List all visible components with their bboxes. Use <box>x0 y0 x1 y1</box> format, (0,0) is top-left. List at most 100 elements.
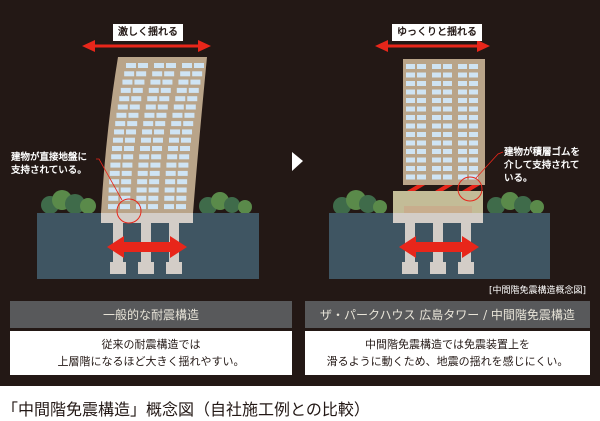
window <box>443 115 452 120</box>
window <box>155 121 166 127</box>
desc-line: 滑るように動くため、地震の揺れを感じにくい。 <box>326 355 569 368</box>
window <box>157 104 168 110</box>
window <box>120 195 131 201</box>
window <box>458 123 467 129</box>
window <box>162 79 173 85</box>
window <box>458 89 467 95</box>
window <box>406 140 415 146</box>
window <box>124 71 135 77</box>
window <box>167 154 178 160</box>
window <box>406 106 415 112</box>
right-note: 建物が積層ゴムを 介して支持されて いる。 <box>504 146 580 185</box>
window <box>417 115 426 120</box>
window <box>115 121 126 127</box>
window <box>406 81 415 86</box>
window <box>165 179 176 185</box>
window <box>417 166 426 171</box>
window <box>164 195 175 201</box>
window <box>136 204 146 210</box>
window <box>138 63 148 68</box>
window <box>121 179 132 185</box>
desc-line: 上層階になるほど大きく揺れやすい。 <box>57 355 245 368</box>
window <box>123 154 134 160</box>
window <box>152 146 163 151</box>
window <box>142 129 153 135</box>
window <box>432 81 441 86</box>
window <box>469 132 478 137</box>
window <box>458 115 467 120</box>
window <box>417 157 426 163</box>
window <box>121 170 132 176</box>
window <box>110 162 121 168</box>
window <box>184 112 195 118</box>
window <box>144 112 155 118</box>
next-triangle-icon <box>292 152 303 171</box>
window <box>443 106 452 112</box>
tree <box>373 200 387 214</box>
window <box>443 157 452 163</box>
window <box>176 204 186 210</box>
tree <box>487 197 505 215</box>
window <box>150 79 161 85</box>
window <box>192 71 203 77</box>
window <box>179 154 190 160</box>
window <box>190 79 201 85</box>
window <box>160 87 171 93</box>
window <box>178 79 189 85</box>
window <box>469 89 478 95</box>
window <box>432 140 441 146</box>
window <box>111 154 122 160</box>
window <box>149 179 160 185</box>
window <box>166 63 176 68</box>
desc-line: 従来の耐震構造では <box>101 338 201 351</box>
callout-circle-right <box>457 176 483 202</box>
left-motion-label: 激しく揺れる <box>113 24 183 41</box>
foundation-slab <box>101 213 193 223</box>
window <box>469 149 478 154</box>
windows-left <box>108 63 204 210</box>
window <box>443 123 452 129</box>
callout-line-right <box>475 151 504 179</box>
window <box>172 112 183 118</box>
window <box>443 140 452 146</box>
window <box>152 137 163 143</box>
tree <box>80 198 96 214</box>
window <box>139 154 150 160</box>
window <box>406 98 415 103</box>
tree <box>224 197 240 213</box>
pile-base <box>138 262 154 274</box>
window <box>136 71 147 77</box>
note-line: 建物が直接地盤に <box>11 152 88 163</box>
window <box>406 72 415 78</box>
window <box>417 174 426 180</box>
window <box>432 149 441 154</box>
window <box>150 162 161 168</box>
window <box>458 81 467 86</box>
window <box>108 195 119 201</box>
tree <box>238 200 252 214</box>
window <box>406 157 415 163</box>
window <box>443 132 452 137</box>
window <box>417 81 426 86</box>
window <box>120 187 131 193</box>
top-arrow-right-icon <box>375 40 490 52</box>
right-description: 中間階免震構造では免震装置上を 滑るように動くため、地震の揺れを感じにくい。 <box>305 331 590 375</box>
window <box>131 96 142 102</box>
ground-arrow-left-icon <box>107 236 187 258</box>
window <box>187 96 198 102</box>
window <box>124 137 135 143</box>
foundation-slab <box>393 213 483 223</box>
window <box>406 123 415 129</box>
window <box>122 79 133 85</box>
window <box>458 72 467 78</box>
trees <box>41 190 544 215</box>
window <box>194 63 204 68</box>
window <box>122 162 133 168</box>
window <box>164 204 174 210</box>
window <box>117 104 128 110</box>
window <box>443 81 452 86</box>
window <box>458 149 467 154</box>
window <box>109 179 120 185</box>
window <box>406 64 415 69</box>
window <box>145 104 156 110</box>
